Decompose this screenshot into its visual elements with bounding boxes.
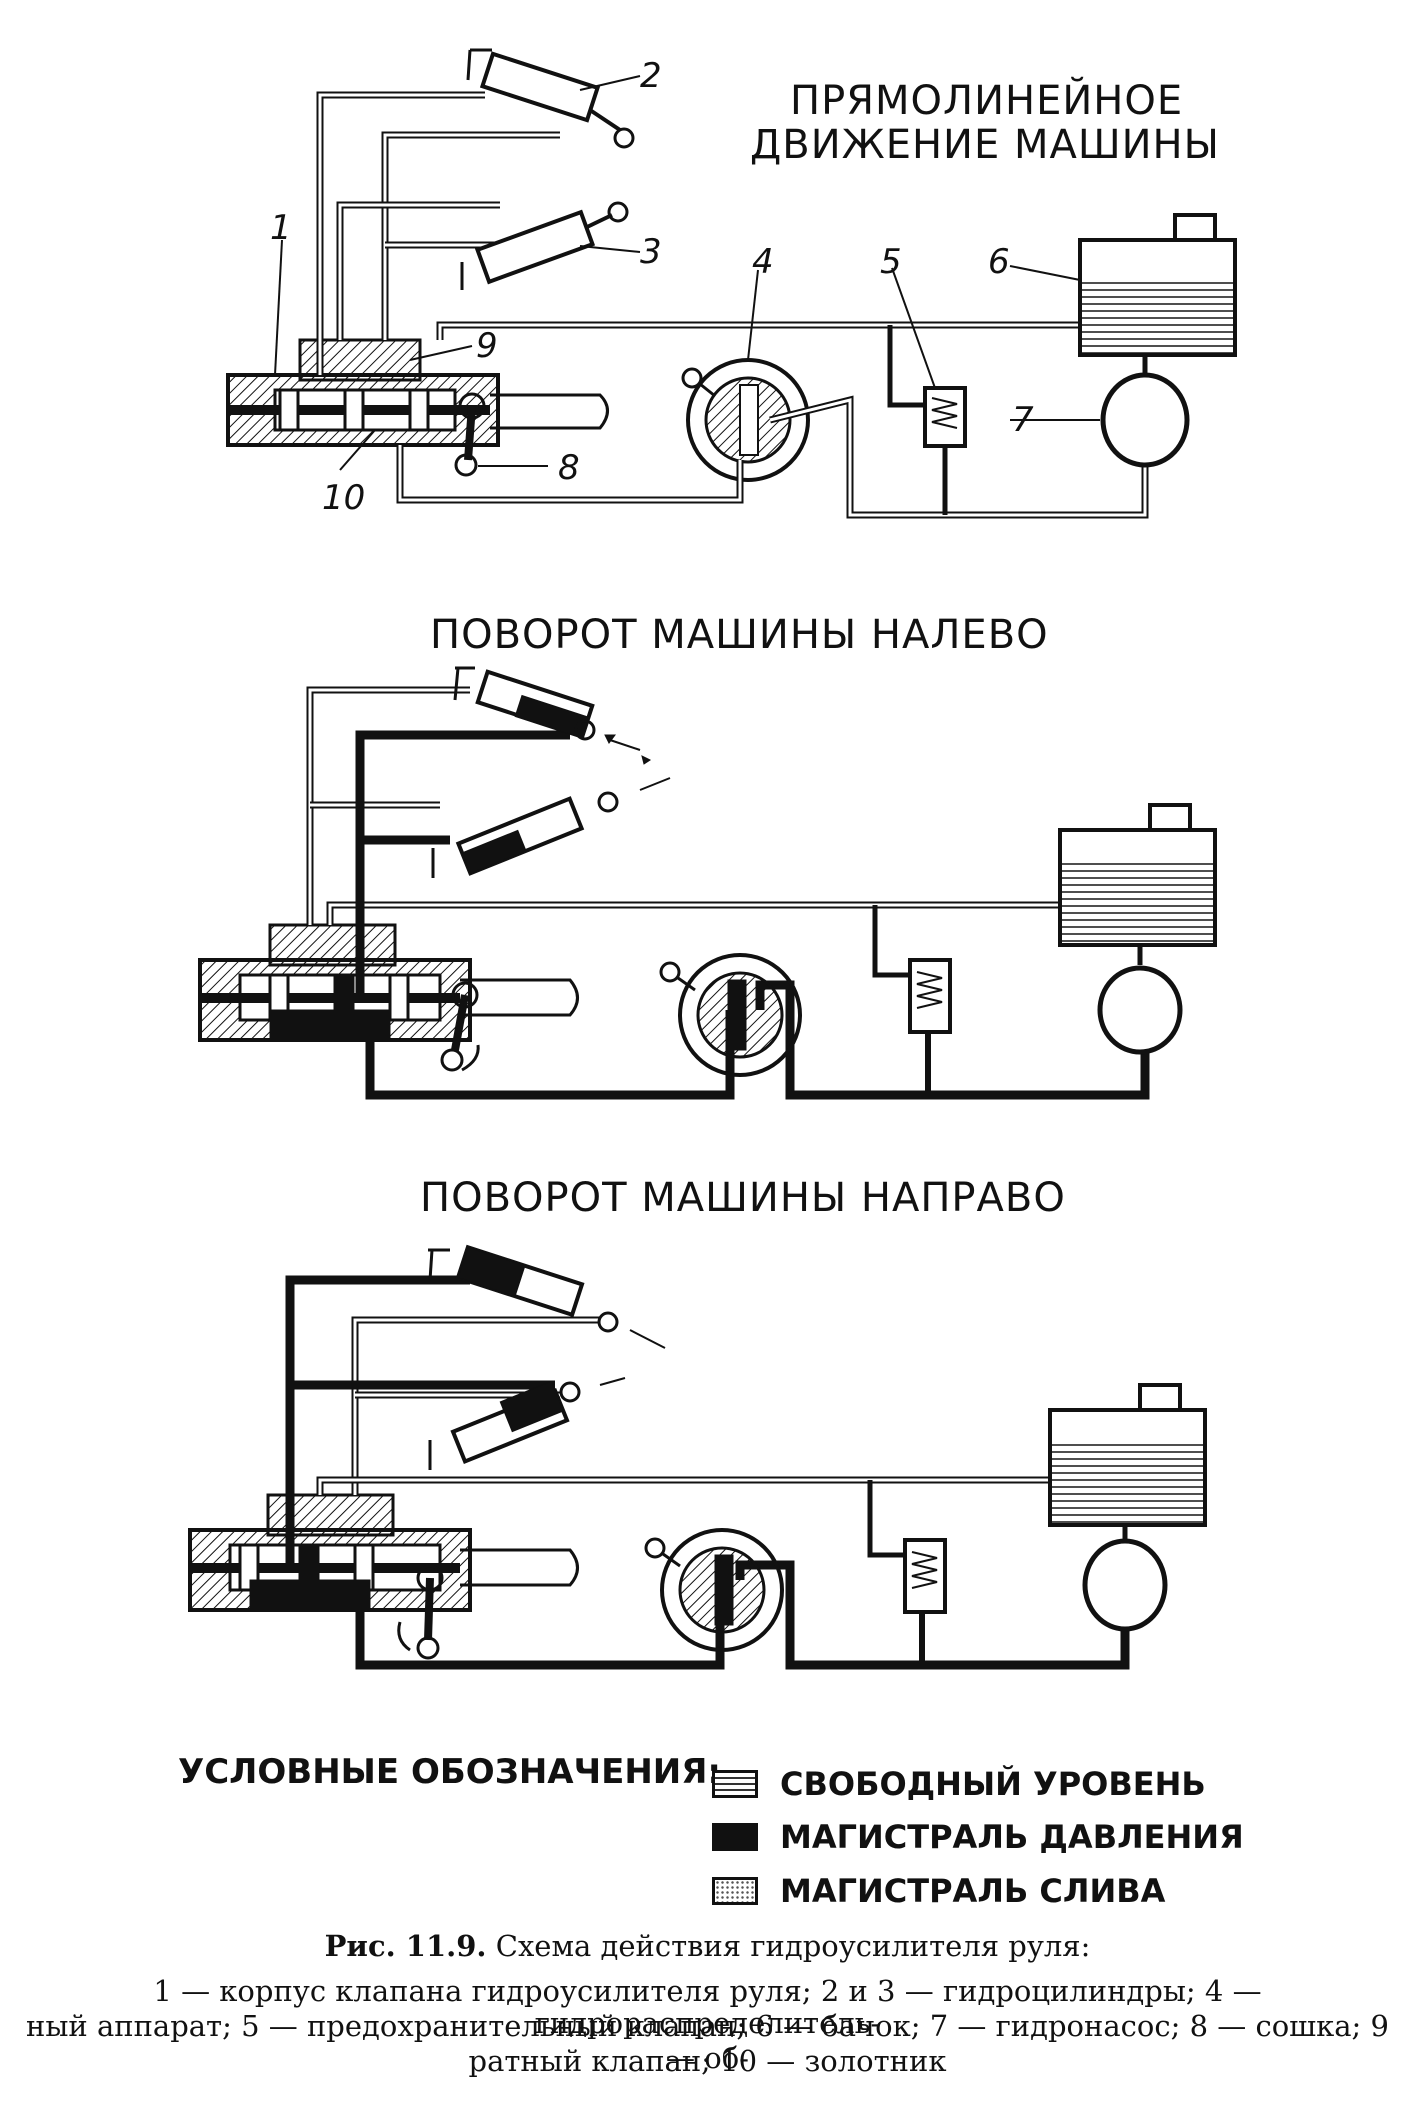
label-5: 5 (880, 242, 902, 282)
cylinder-3 (460, 201, 629, 290)
caption-line-2: ный аппарат; 5 — предохранительный клапа… (26, 2009, 1389, 2075)
right-turn-title: ПОВОРОТ МАШИНЫ НАПРАВО (420, 1175, 1066, 1221)
safety-valve-5 (923, 386, 967, 448)
pressure-line-swatch (712, 1823, 758, 1851)
legend-label-pressure-line: МАГИСТРАЛЬ ДАВЛЕНИЯ (780, 1818, 1244, 1856)
caption-line-1: 1 — корпус клапана гидроусилителя руля; … (153, 1974, 1262, 2040)
left-turn-title: ПОВОРОТ МАШИНЫ НАЛЕВО (430, 612, 1049, 658)
caption-line-3: ратный клапан; 10 — золотник (468, 2044, 947, 2078)
free-level-swatch (712, 1770, 758, 1798)
panel-left-turn (198, 666, 1217, 1100)
drain-line-swatch (712, 1877, 758, 1905)
legend-heading: УСЛОВНЫЕ ОБОЗНАЧЕНИЯ: (178, 1752, 722, 1792)
label-6: 6 (988, 242, 1010, 282)
legend-item-drain-line: МАГИСТРАЛЬ СЛИВА (712, 1872, 1165, 1910)
straight-title-line2: ДВИЖЕНИЕ МАШИНЫ (750, 122, 1220, 168)
label-1: 1 (270, 208, 292, 248)
label-3: 3 (640, 232, 662, 272)
label-8: 8 (558, 448, 580, 488)
legend-label-free-level: СВОБОДНЫЙ УРОВЕНЬ (780, 1765, 1206, 1803)
cylinder-2 (466, 48, 635, 149)
label-9: 9 (476, 326, 498, 366)
legend-item-free-level: СВОБОДНЫЙ УРОВЕНЬ (712, 1765, 1206, 1803)
panel-straight (226, 48, 1237, 519)
legend-item-pressure-line: МАГИСТРАЛЬ ДАВЛЕНИЯ (712, 1818, 1244, 1856)
figure-caption-title: Рис. 11.9. Схема действия гидроусилителя… (20, 1930, 1395, 1962)
figure-label: Рис. 11.9. (324, 1929, 487, 1963)
figure-title: Схема действия гидроусилителя руля: (495, 1929, 1091, 1963)
label-10: 10 (322, 478, 366, 518)
label-2: 2 (640, 56, 662, 96)
distributor-4 (681, 358, 810, 482)
panel-right-turn (188, 1244, 1207, 1670)
legend-label-drain-line: МАГИСТРАЛЬ СЛИВА (780, 1872, 1166, 1910)
straight-title-line1: ПРЯМОЛИНЕЙНОЕ (790, 78, 1184, 124)
pump-7 (1100, 372, 1190, 468)
